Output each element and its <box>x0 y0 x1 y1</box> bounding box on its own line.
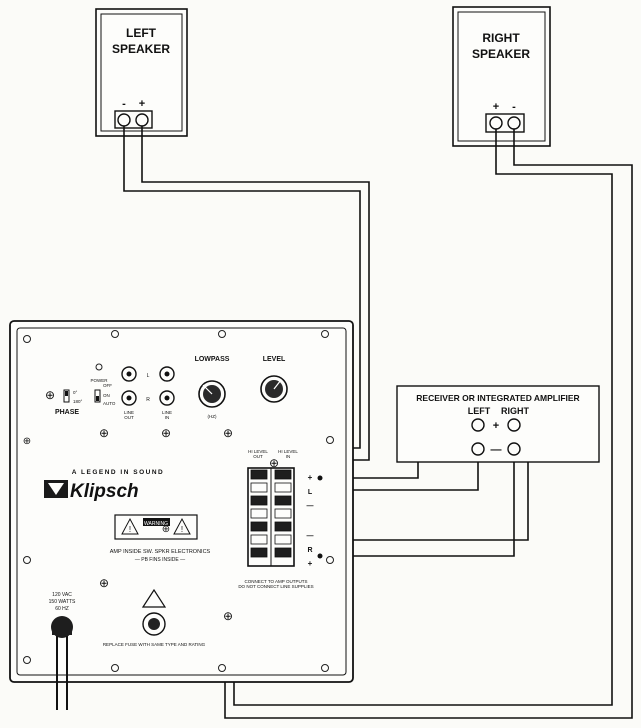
screw-icon: ⊕ <box>161 426 171 440</box>
terminal-label-1: + <box>308 473 313 482</box>
line-l-label: L <box>147 373 150 379</box>
level-knob: LEVEL <box>260 356 288 403</box>
brand-name: Klipsch <box>70 481 139 502</box>
line-r-label: R <box>146 397 150 403</box>
right-speaker-line1: RIGHT <box>482 31 520 45</box>
terminal-label-3: — <box>307 503 314 510</box>
power-cord: 120 VAC 150 WATTS 60 HZ <box>49 592 76 710</box>
phase-screw-icon: ⊕ <box>45 388 55 402</box>
warning-label: ! WARNING ! <box>114 514 198 540</box>
screw-icon: ⊕ <box>23 436 31 447</box>
amplifier-plus-label: + <box>493 420 499 432</box>
amp-left-neg-terminal <box>471 442 485 456</box>
phase-switch: ⊕ 0° 180° PHASE <box>45 388 83 416</box>
terminal-post <box>250 495 268 506</box>
on-label: ON <box>103 393 110 398</box>
level-label: LEVEL <box>263 356 286 363</box>
amplifier-title: RECEIVER OR INTEGRATED AMPLIFIER <box>416 393 579 403</box>
terminal-post <box>250 508 268 519</box>
auto-label: AUTO <box>103 401 116 406</box>
fuse-holder: REPLACE FUSE WITH SAME TYPE AND RATING <box>103 588 206 647</box>
terminal-label-5: R <box>307 547 312 554</box>
screw-icon: ⊕ <box>99 576 109 590</box>
model-sub-text: — PB FINS INSIDE — <box>135 557 185 563</box>
phase-180-label: 180° <box>73 399 83 404</box>
left-speaker-pos-label: + <box>139 98 145 110</box>
lowpass-label: LOWPASS <box>195 356 230 363</box>
left-speaker: LEFT SPEAKER - + <box>95 8 188 137</box>
right-speaker-neg-label: - <box>512 101 516 113</box>
klipsch-logo-icon <box>48 483 64 495</box>
terminal-post <box>250 534 268 545</box>
terminal-post <box>274 495 292 506</box>
screw-icon: ⊕ <box>223 426 233 440</box>
terminal-label-2: L <box>308 489 313 496</box>
warning-text: WARNING <box>144 521 168 527</box>
terminal-post <box>274 547 292 558</box>
phase-0-label: 0° <box>73 390 78 395</box>
amp-right-pos-terminal <box>507 418 521 432</box>
amplifier-right-label: RIGHT <box>501 406 530 416</box>
terminal-post <box>250 482 268 493</box>
terminal-post <box>250 469 268 480</box>
fuse-note: REPLACE FUSE WITH SAME TYPE AND RATING <box>103 642 206 647</box>
off-label: OFF <box>103 383 112 388</box>
warning-triangle-icon: ! <box>181 525 183 534</box>
screw-icon: ⊕ <box>99 426 109 440</box>
power-mode-switch: OFF ON AUTO <box>94 383 116 406</box>
screw-icon: ⊕ <box>269 456 279 470</box>
left-speaker-neg-label: - <box>122 98 126 110</box>
terminal-post <box>274 521 292 532</box>
right-speaker: RIGHT SPEAKER + - <box>452 6 551 147</box>
phase-label: PHASE <box>55 409 79 416</box>
model-text: AMP INSIDE SW. SPKR ELECTRONICS <box>110 549 211 555</box>
right-speaker-line2: SPEAKER <box>472 47 530 61</box>
terminal-post <box>274 508 292 519</box>
power-spec-1: 120 VAC <box>52 592 72 598</box>
amplifier-left-label: LEFT <box>468 406 491 416</box>
power-label: POWER <box>90 378 108 383</box>
warning-triangle-icon: ! <box>129 525 131 534</box>
subwoofer-panel: POWER ⊕ 0° 180° PHASE OFF ON AUTO <box>9 320 354 710</box>
left-speaker-line1: LEFT <box>126 26 157 40</box>
terminal-post <box>274 469 292 480</box>
terminal-post <box>274 482 292 493</box>
terminal-post <box>250 521 268 532</box>
lowpass-knob: LOWPASS (HZ) <box>195 356 230 419</box>
brand-tagline: A LEGEND IN SOUND <box>72 469 164 476</box>
terminal-post <box>250 547 268 558</box>
right-speaker-pos-label: + <box>493 101 499 113</box>
terminal-post <box>274 534 292 545</box>
amp-right-neg-terminal <box>507 442 521 456</box>
amplifier-minus-label: — <box>491 444 502 456</box>
screw-icon: ⊕ <box>223 609 233 623</box>
terminal-label-6: + <box>308 559 313 568</box>
receiver-amplifier: RECEIVER OR INTEGRATED AMPLIFIER LEFT RI… <box>396 385 600 463</box>
power-spec-2: 150 WATTS <box>49 599 76 605</box>
terminal-label-4: — <box>307 533 314 540</box>
left-speaker-line2: SPEAKER <box>112 42 170 56</box>
amp-left-pos-terminal <box>471 418 485 432</box>
lowpass-hz-label: (HZ) <box>208 414 217 419</box>
power-spec-3: 60 HZ <box>55 606 69 612</box>
screw-icon: ⊕ <box>162 524 170 535</box>
